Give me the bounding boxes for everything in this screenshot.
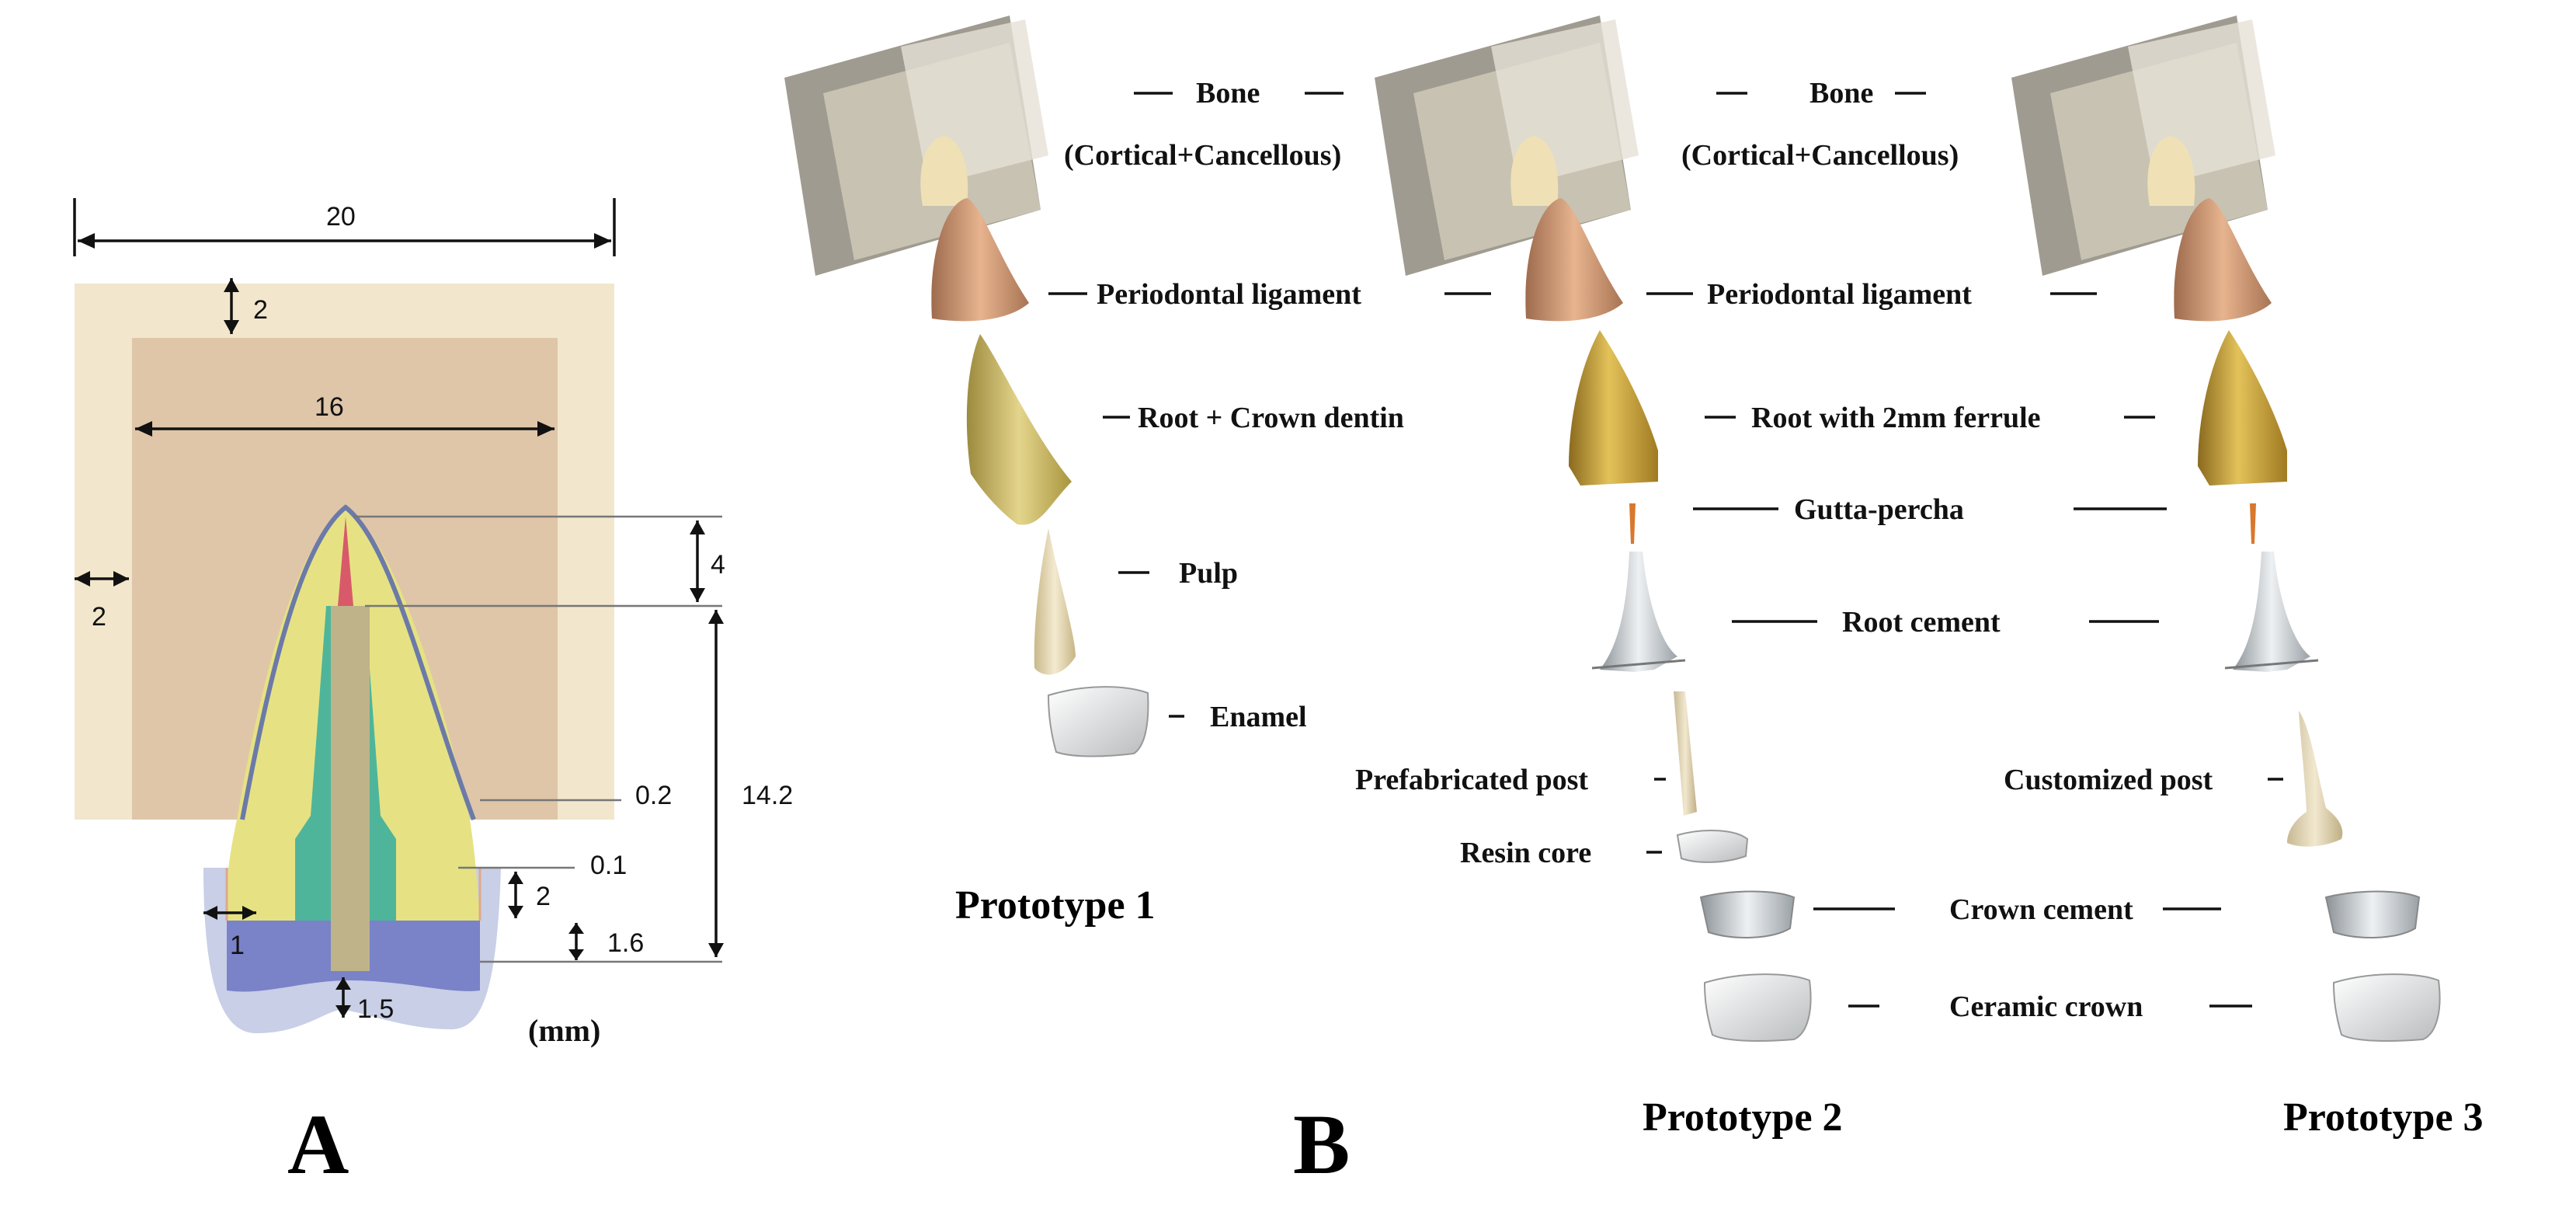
label-prefab-post: Prefabricated post bbox=[1355, 764, 1588, 796]
root-cement-shape-3 bbox=[2233, 552, 2310, 672]
label-root-ferrule: Root with 2mm ferrule bbox=[1751, 402, 2041, 434]
label-custom-post: Customized post bbox=[2004, 764, 2213, 796]
dim-crown-side: 1 bbox=[230, 931, 245, 960]
bone-cube-2 bbox=[1375, 16, 1639, 276]
prototype-2-label: Prototype 2 bbox=[1643, 1095, 1843, 1140]
pdl-shape-1 bbox=[931, 198, 1029, 322]
enamel-shape-1 bbox=[1047, 686, 1149, 757]
custom-post-shape-3 bbox=[2287, 711, 2343, 847]
dim-cement: 0.1 bbox=[590, 851, 627, 880]
label-bone-1-sub: (Cortical+Cancellous) bbox=[1064, 139, 1341, 172]
panel-b: Bone (Cortical+Cancellous) Bone (Cortica… bbox=[784, 16, 2484, 1192]
label-bone-2: Bone bbox=[1809, 77, 1873, 110]
pdl-shape-3 bbox=[2174, 198, 2272, 322]
prototype-1-label: Prototype 1 bbox=[955, 883, 1156, 928]
dim-pdl: 0.2 bbox=[635, 781, 672, 810]
ceramic-crown-shape-2 bbox=[1703, 973, 1812, 1042]
dim-core: 1.6 bbox=[607, 928, 644, 958]
ferrule-shape-2 bbox=[1569, 330, 1658, 486]
label-gutta-percha: Gutta-percha bbox=[1794, 493, 1964, 526]
ceramic-crown-shape-3 bbox=[2332, 973, 2441, 1042]
dim-top-margin: 2 bbox=[253, 295, 268, 325]
label-pdl-1: Periodontal ligament bbox=[1097, 278, 1361, 311]
prototype-3-label: Prototype 3 bbox=[2283, 1095, 2484, 1140]
bone-cube-3 bbox=[2011, 16, 2275, 276]
dim-inner-width: 16 bbox=[315, 392, 344, 422]
crown-cement-shape-2 bbox=[1699, 890, 1796, 938]
prefab-post-shape-2 bbox=[1674, 691, 1697, 816]
crown-cement-shape-3 bbox=[2324, 890, 2421, 938]
pulp-shape bbox=[338, 517, 353, 606]
panel-b-letter: B bbox=[1293, 1097, 1350, 1192]
label-ceramic-crown: Ceramic crown bbox=[1949, 990, 2143, 1023]
label-resin-core: Resin core bbox=[1460, 837, 1591, 869]
label-crown-cement: Crown cement bbox=[1949, 893, 2133, 926]
pulp-shape-1 bbox=[1034, 528, 1076, 675]
gutta-shape-3 bbox=[2250, 503, 2256, 544]
dim-apex: 4 bbox=[711, 550, 725, 580]
label-enamel: Enamel bbox=[1210, 701, 1307, 733]
label-bone-1: Bone bbox=[1196, 77, 1260, 110]
dentin-shape-1 bbox=[966, 334, 1072, 525]
panel-a-letter: A bbox=[287, 1097, 349, 1192]
gutta-shape-2 bbox=[1629, 503, 1636, 544]
dim-length: 14.2 bbox=[742, 781, 793, 810]
pdl-shape-2 bbox=[1525, 198, 1623, 322]
post-shape bbox=[331, 606, 370, 971]
ferrule-shape-3 bbox=[2198, 330, 2287, 486]
unit-label: (mm) bbox=[528, 1013, 600, 1048]
resin-core-shape-2 bbox=[1676, 829, 1749, 863]
label-pdl-2: Periodontal ligament bbox=[1707, 278, 1972, 311]
dim-side-margin: 2 bbox=[92, 602, 106, 632]
dim-ferrule: 2 bbox=[536, 882, 551, 911]
root-outline bbox=[240, 504, 476, 821]
bone-cube-1 bbox=[784, 16, 1048, 276]
label-bone-2-sub: (Cortical+Cancellous) bbox=[1681, 139, 1959, 172]
label-root-cement: Root cement bbox=[1842, 606, 2001, 639]
panel-a: 20 2 16 2 4 14.2 0.2 0.1 2 bbox=[73, 198, 793, 1192]
label-pulp: Pulp bbox=[1179, 557, 1238, 590]
root-cement-shape-2 bbox=[1600, 552, 1677, 672]
dim-width: 20 bbox=[326, 202, 356, 232]
label-root-crown-dentin: Root + Crown dentin bbox=[1138, 402, 1404, 434]
dim-crown-top: 1.5 bbox=[357, 994, 394, 1024]
